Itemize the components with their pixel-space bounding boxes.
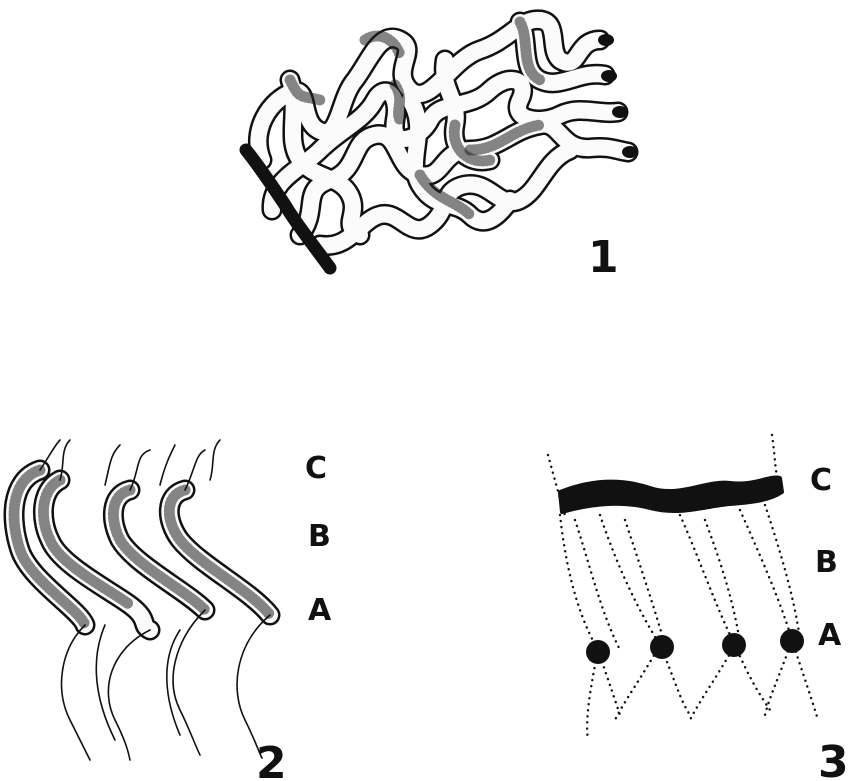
label-b: B [308,519,331,554]
label-b: B [815,545,838,580]
label-c: C [305,451,327,486]
label-a: A [818,618,842,653]
panel-3: C B A 3 [548,435,849,781]
black-dot [722,633,746,657]
panel-number-1: 1 [588,232,619,283]
label-c: C [810,463,832,498]
panel-2-strands: C B A 2 [14,440,332,781]
label-a: A [308,593,332,628]
black-wavy-bar [560,477,782,512]
panel-number-3: 3 [818,737,849,781]
tube-end-cap [598,34,614,46]
black-dot [586,640,610,664]
tube-end-cap [601,70,617,82]
black-dot [780,629,804,653]
panel-1-network: 1 [246,20,638,283]
panel-number-2: 2 [256,738,287,781]
tube-end-cap [622,146,638,158]
tube-end-cap [612,106,628,118]
black-dot [650,635,674,659]
